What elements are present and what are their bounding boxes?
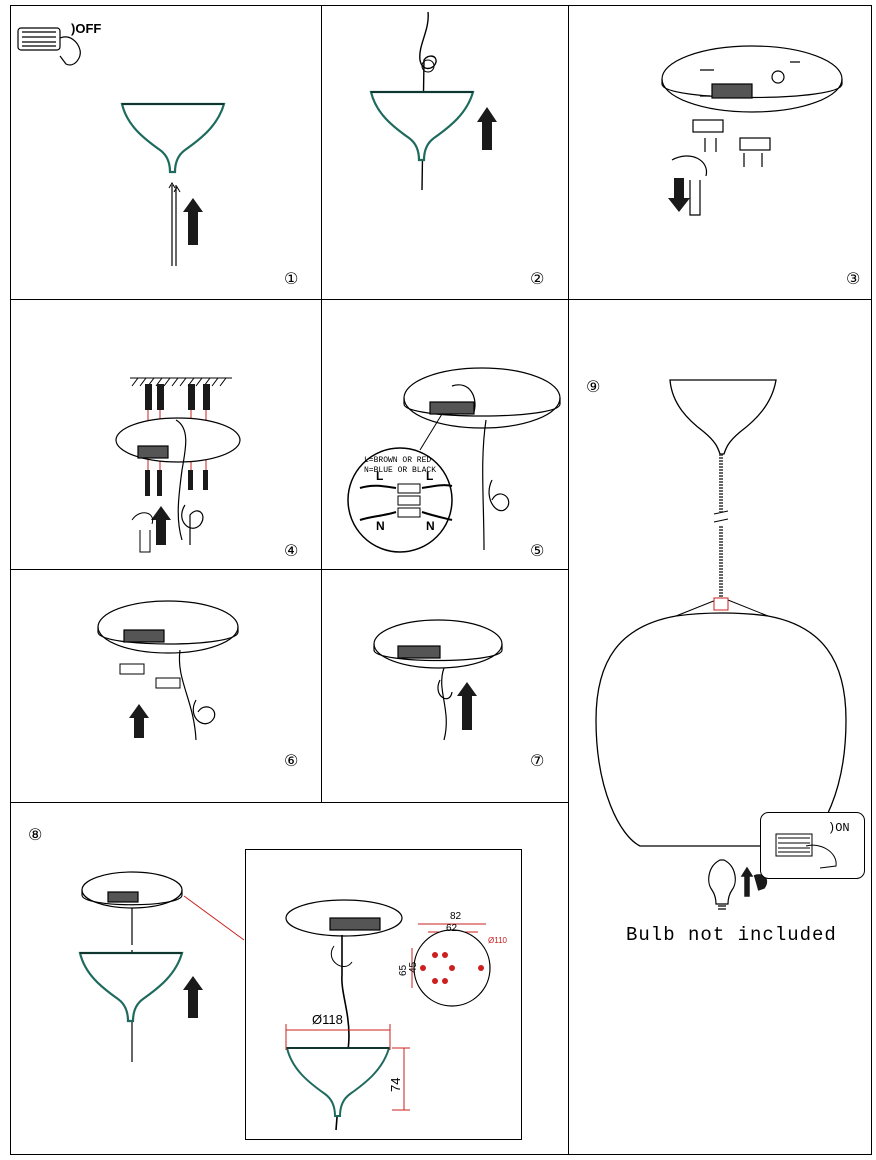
dim-62: 62 [446, 923, 458, 934]
panel-step-3: ③ [661, 45, 860, 288]
mounting-holes [420, 952, 484, 984]
dim-45: 45 [408, 961, 419, 973]
cable-loop-icon [178, 649, 216, 741]
switch-on-label: )ON [828, 821, 850, 835]
dim-82: 82 [450, 911, 462, 922]
cable-loop-icon [482, 419, 510, 551]
panel-grid [10, 5, 872, 1155]
switch-on-icon: )ON [760, 812, 865, 879]
panel-step-7: ⑦ [373, 619, 544, 770]
canopy-icon [403, 367, 561, 429]
wiring-line-2: N=BLUE OR BLACK [364, 466, 436, 475]
up-arrow-icon [477, 107, 497, 150]
panel-step-4: ④ [115, 377, 298, 560]
bulb-icon [708, 859, 736, 910]
canopy-icon [373, 619, 503, 669]
switch-off-icon: )OFF [17, 21, 101, 66]
dim-110: Ø110 [488, 936, 508, 945]
step-2-badge: ② [530, 269, 544, 288]
up-arrow-icon [129, 704, 149, 738]
dimension-detail: 82 62 Ø110 65 45 Ø118 74 [245, 849, 522, 1140]
canopy-icon [81, 871, 183, 909]
shade-icon [285, 1047, 391, 1117]
step-6-badge: ⑥ [284, 751, 298, 770]
dim-118: Ø118 [312, 1012, 343, 1027]
wiring-label-n-right: N [426, 519, 435, 533]
wiring-label-l-left: L [376, 469, 383, 483]
step-9-badge: ⑨ [586, 377, 600, 396]
cable-loop-icon [181, 504, 204, 545]
screwdriver-icon [131, 512, 154, 553]
anchor-icon [145, 384, 210, 410]
up-arrow-icon [183, 976, 203, 1018]
panel-step-1: )OFF ① [17, 21, 298, 288]
shade-icon [120, 102, 226, 174]
dim-74: 74 [388, 1078, 403, 1092]
panel-step-6: ⑥ [97, 600, 298, 770]
panel-step-5: L=BROWN OR RED N=BLUE OR BLACK L L N N ⑤ [347, 367, 561, 560]
wiring-label-n-left: N [376, 519, 385, 533]
panel-step-9: ⑨ )ON [586, 377, 865, 910]
canopy-icon [661, 45, 843, 113]
panel-step-8: ⑧ [28, 825, 522, 1140]
ceiling-icon [130, 377, 232, 387]
step-7-badge: ⑦ [530, 751, 544, 770]
switch-off-label: )OFF [71, 21, 101, 36]
step-5-badge: ⑤ [530, 541, 544, 560]
wiring-detail-callout: L=BROWN OR RED N=BLUE OR BLACK L L N N [347, 413, 453, 553]
shade-icon [669, 379, 777, 455]
up-arrow-icon [457, 682, 477, 730]
dim-65: 65 [398, 964, 409, 976]
screw-icon [145, 470, 208, 496]
shade-icon [369, 90, 475, 162]
canopy-icon [285, 899, 403, 937]
up-arrow-icon [151, 506, 171, 545]
suspension-cable-icon [719, 454, 723, 600]
screwdriver-icon [668, 155, 708, 216]
step-8-badge: ⑧ [28, 825, 42, 844]
cable-icon [419, 11, 437, 191]
up-arrow-icon [183, 198, 203, 245]
step-1-badge: ① [284, 269, 298, 288]
canopy-icon [97, 600, 239, 654]
bracket-screws-icon [119, 663, 181, 689]
panel-step-2: ② [369, 11, 544, 288]
glass-globe-icon [595, 612, 847, 847]
wiring-label-l-right: L [426, 469, 433, 483]
step-4-badge: ④ [284, 541, 298, 560]
step-3-badge: ③ [846, 269, 860, 288]
install-bulb-icon [740, 866, 768, 897]
cable-icon [171, 185, 177, 266]
canopy-icon [115, 417, 241, 541]
detail-pointer-line [183, 895, 245, 941]
bracket-screws-icon [692, 119, 771, 167]
shade-icon [78, 951, 184, 1023]
bulb-caption: Bulb not included [626, 924, 837, 946]
wiring-line-1: L=BROWN OR RED [364, 456, 431, 465]
cable-loop-icon [437, 667, 453, 741]
